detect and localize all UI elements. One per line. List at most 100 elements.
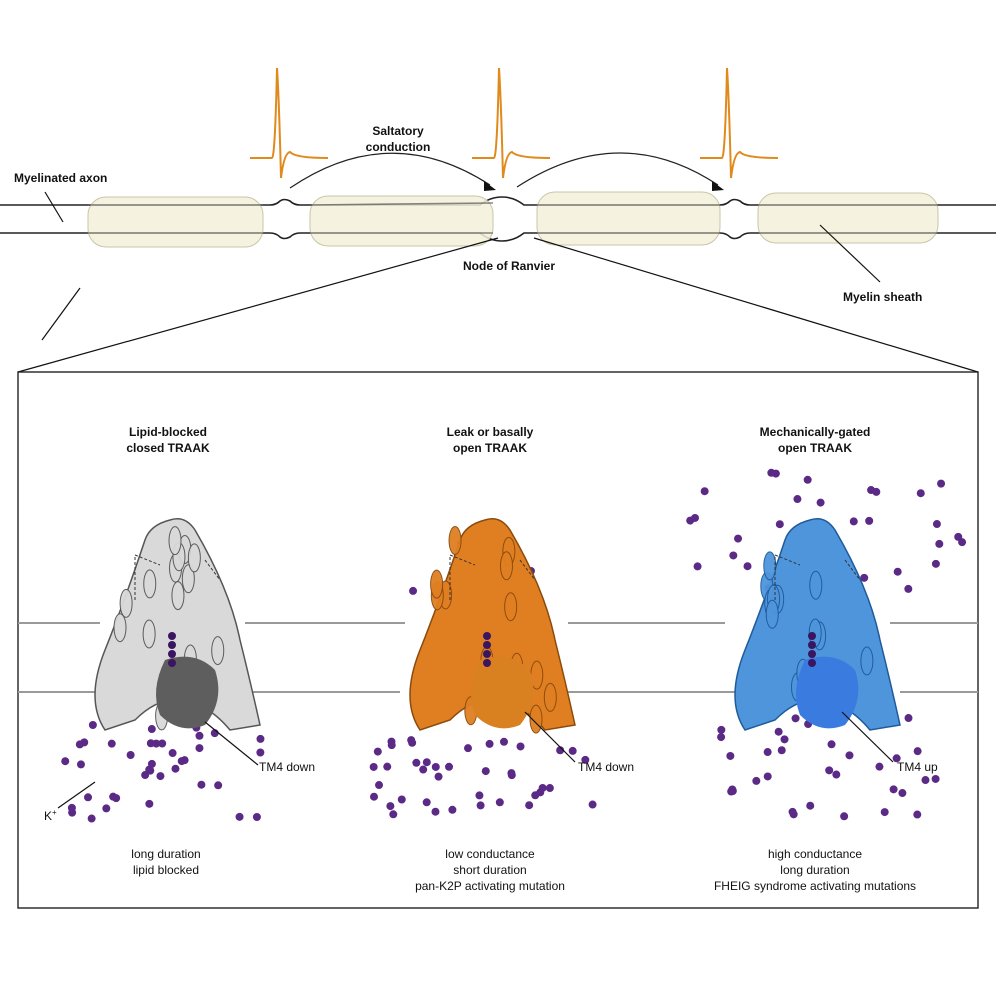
desc-line: lipid blocked — [132, 863, 200, 877]
helix — [171, 581, 185, 611]
k-ion-filter — [168, 632, 176, 640]
title-line: open TRAAK — [453, 441, 527, 455]
tm4-surface — [796, 656, 859, 729]
helix — [543, 682, 557, 712]
k-ion-filter — [483, 641, 491, 649]
k-ion — [171, 764, 180, 773]
helix — [142, 619, 156, 649]
helix — [181, 564, 195, 594]
k-ion — [485, 739, 494, 748]
disordered-loop — [134, 554, 161, 600]
k-ion — [892, 754, 901, 763]
k-ion — [195, 731, 204, 740]
k-ion — [734, 534, 743, 543]
traak-protein — [734, 518, 901, 731]
k-ion — [516, 742, 525, 751]
k-ion — [152, 739, 161, 748]
k-ion — [412, 758, 421, 767]
ion-symbol: K — [44, 809, 53, 823]
k-ion — [445, 762, 454, 771]
arc-arrow — [516, 152, 719, 188]
ion-charge: + — [52, 808, 57, 817]
k-ion — [107, 739, 116, 748]
helix — [765, 599, 779, 629]
k-ion — [717, 733, 726, 742]
k-ion — [954, 532, 963, 541]
helix — [211, 636, 225, 666]
k-ion — [448, 805, 457, 814]
k-ion — [87, 814, 96, 823]
membrane — [18, 622, 978, 693]
action-potential-trace — [250, 67, 329, 179]
k-ion-filter — [483, 659, 491, 667]
k-ion — [389, 810, 398, 819]
desc-line: high conductance — [767, 847, 863, 861]
k-ion — [775, 520, 784, 529]
k-ion-filter — [168, 659, 176, 667]
k-ion — [147, 725, 156, 734]
k-ion — [68, 808, 77, 817]
k-ion — [774, 727, 783, 736]
k-ion — [145, 799, 154, 808]
k-ion — [921, 776, 930, 785]
k-ion — [806, 801, 815, 810]
desc-line: low conductance — [445, 847, 535, 861]
k-ion — [904, 584, 913, 593]
k-ion — [109, 792, 118, 801]
k-ion — [525, 801, 534, 810]
disordered-loop — [519, 559, 536, 581]
k-ion — [434, 772, 443, 781]
myelinated-axon-label: Myelinated axon — [14, 171, 108, 185]
k-ion-filter — [168, 641, 176, 649]
k-ion — [726, 751, 735, 760]
k-ion — [156, 772, 165, 781]
k-ion — [387, 741, 396, 750]
k-ion — [845, 751, 854, 760]
axon — [0, 196, 996, 242]
k-ion — [931, 559, 940, 568]
k-ion — [464, 744, 473, 753]
k-ion — [84, 793, 93, 802]
k-ion — [937, 479, 946, 488]
k-ion — [686, 516, 695, 525]
disordered-loop — [844, 559, 861, 581]
k-ion — [61, 757, 70, 766]
helix — [168, 526, 182, 556]
k-ion — [581, 755, 590, 764]
k-ion — [728, 785, 737, 794]
k-ion — [422, 758, 431, 767]
k-ion — [935, 539, 944, 548]
k-ion — [431, 762, 440, 771]
k-ion — [141, 771, 150, 780]
k-ion — [931, 774, 940, 783]
k-ion — [147, 759, 156, 768]
k-ion — [545, 784, 554, 793]
k-ion — [409, 586, 418, 595]
saltatory-arrows — [289, 152, 719, 189]
k-ion — [481, 767, 490, 776]
k-ion — [865, 516, 874, 525]
k-ion — [588, 800, 597, 809]
k-ion — [369, 762, 378, 771]
k-ion — [375, 781, 384, 790]
tm4-surface — [471, 656, 534, 729]
k-ion — [763, 748, 772, 757]
protein-ribbon — [94, 518, 261, 731]
k-ion — [763, 772, 772, 781]
helix — [860, 646, 874, 676]
k-ion — [556, 746, 565, 755]
k-ion-label: K+ — [44, 808, 57, 823]
k-ion — [743, 562, 752, 571]
k-ion — [860, 573, 869, 582]
desc-line: short duration — [453, 863, 527, 877]
k-ion — [383, 762, 392, 771]
tm4-label-2: TM4 down — [578, 760, 635, 774]
traak-protein — [94, 518, 261, 731]
k-ion — [825, 766, 834, 775]
k-ion — [88, 721, 97, 730]
k-ion — [499, 737, 508, 746]
k-ion — [80, 738, 89, 747]
